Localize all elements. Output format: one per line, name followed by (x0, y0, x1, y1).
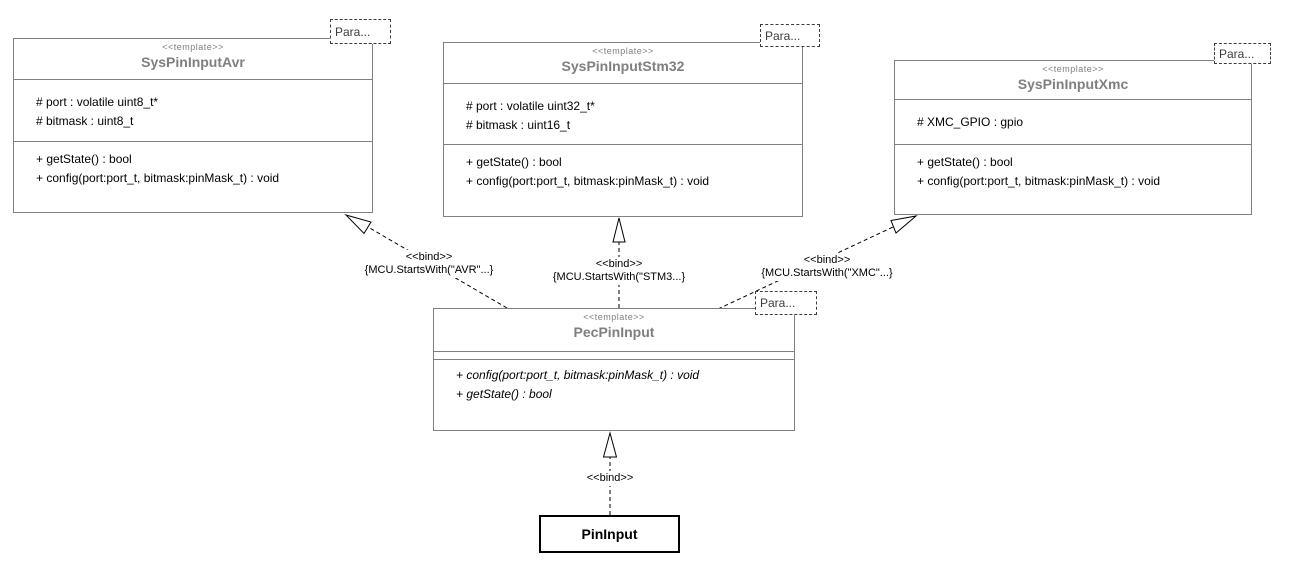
bind-stereotype: <<bind>> (803, 254, 851, 266)
attributes-compartment: # port : volatile uint8_t* # bitmask : u… (14, 79, 372, 141)
operation: + config(port:port_t, bitmask:pinMask_t)… (456, 368, 700, 382)
operations-compartment: + getState() : bool + config(port:port_t… (444, 144, 802, 216)
operation: + getState() : bool (466, 155, 562, 169)
generalization-arrowhead-pininput (602, 431, 618, 458)
generalization-arrowhead-stm32 (612, 217, 626, 243)
template-parameter-label: Para... (1219, 46, 1255, 61)
class-name: SysPinInputXmc (1017, 76, 1129, 92)
class-title-compartment: <<template>> SysPinInputXmc (895, 61, 1251, 99)
bind-edge-xmc[interactable] (717, 215, 918, 310)
template-parameter-box-pecpininput[interactable]: Para... (755, 291, 817, 315)
stereotype-label: <<template>> (162, 42, 224, 52)
bind-edge-pininput[interactable] (602, 431, 618, 515)
class-syspininputxmc[interactable]: <<template>> SysPinInputXmc # XMC_GPIO :… (894, 60, 1252, 215)
operation: + getState() : bool (456, 387, 552, 401)
attributes-compartment: # port : volatile uint32_t* # bitmask : … (444, 83, 802, 144)
operation: + getState() : bool (917, 155, 1013, 169)
stereotype-label: <<template>> (592, 46, 654, 56)
template-parameter-box-xmc[interactable]: Para... (1214, 43, 1271, 64)
class-title-compartment: <<template>> SysPinInputAvr (14, 39, 372, 79)
stereotype-label: <<template>> (583, 312, 645, 322)
bind-stereotype: <<bind>> (586, 472, 634, 484)
template-parameter-label: Para... (765, 28, 801, 43)
class-title-compartment: <<template>> PecPinInput (434, 309, 794, 351)
class-syspininputavr[interactable]: <<template>> SysPinInputAvr # port : vol… (13, 38, 373, 213)
bind-stereotype: <<bind>> (405, 251, 453, 263)
class-pininput[interactable]: PinInput (539, 515, 680, 553)
operations-compartment: + config(port:port_t, bitmask:pinMask_t)… (434, 359, 794, 430)
class-pecpininput[interactable]: <<template>> PecPinInput + config(port:p… (433, 308, 795, 431)
operation: + config(port:port_t, bitmask:pinMask_t)… (466, 174, 710, 188)
template-parameter-box-stm32[interactable]: Para... (760, 24, 820, 47)
attribute: # XMC_GPIO : gpio (917, 115, 1024, 129)
bind-constraint: {MCU.StartsWith("XMC"...} (761, 267, 893, 279)
class-name: PinInput (581, 526, 638, 542)
bind-edge-stm32[interactable] (612, 217, 626, 308)
class-title-compartment: <<template>> SysPinInputStm32 (444, 43, 802, 83)
generalization-arrowhead-xmc (890, 215, 918, 234)
bind-label-xmc: <<bind>> {MCU.StartsWith("XMC"...} (757, 253, 897, 281)
attributes-compartment: # XMC_GPIO : gpio (895, 99, 1251, 144)
bind-label-pininput: <<bind>> (570, 471, 650, 486)
class-name: PecPinInput (573, 324, 655, 340)
template-parameter-label: Para... (760, 296, 796, 310)
generalization-arrowhead-avr (344, 214, 372, 235)
attribute: # bitmask : uint8_t (36, 114, 134, 128)
attribute: # port : volatile uint8_t* (36, 95, 159, 109)
bind-label-stm32: <<bind>> {MCU.StartsWith("STM3...} (547, 257, 691, 285)
bind-constraint: {MCU.StartsWith("STM3...} (552, 271, 686, 283)
class-name: SysPinInputStm32 (561, 58, 685, 74)
operations-compartment: + getState() : bool + config(port:port_t… (14, 141, 372, 212)
operation: + config(port:port_t, bitmask:pinMask_t)… (917, 174, 1161, 188)
bind-stereotype: <<bind>> (595, 258, 643, 270)
attributes-compartment (434, 351, 794, 359)
bind-constraint: {MCU.StartsWith("AVR"...} (364, 264, 494, 276)
template-parameter-label: Para... (335, 24, 371, 39)
attribute: # bitmask : uint16_t (466, 118, 571, 132)
bind-label-avr: <<bind>> {MCU.StartsWith("AVR"...} (357, 250, 501, 278)
class-name: SysPinInputAvr (141, 54, 245, 70)
operation: + getState() : bool (36, 152, 132, 166)
operation: + config(port:port_t, bitmask:pinMask_t)… (36, 171, 280, 185)
bind-edge-xmc-line[interactable] (717, 226, 894, 310)
class-syspininputstm32[interactable]: <<template>> SysPinInputStm32 # port : v… (443, 42, 803, 217)
attribute: # port : volatile uint32_t* (466, 99, 595, 113)
template-parameter-box-avr[interactable]: Para... (330, 19, 391, 44)
operations-compartment: + getState() : bool + config(port:port_t… (895, 144, 1251, 214)
stereotype-label: <<template>> (1042, 64, 1104, 74)
